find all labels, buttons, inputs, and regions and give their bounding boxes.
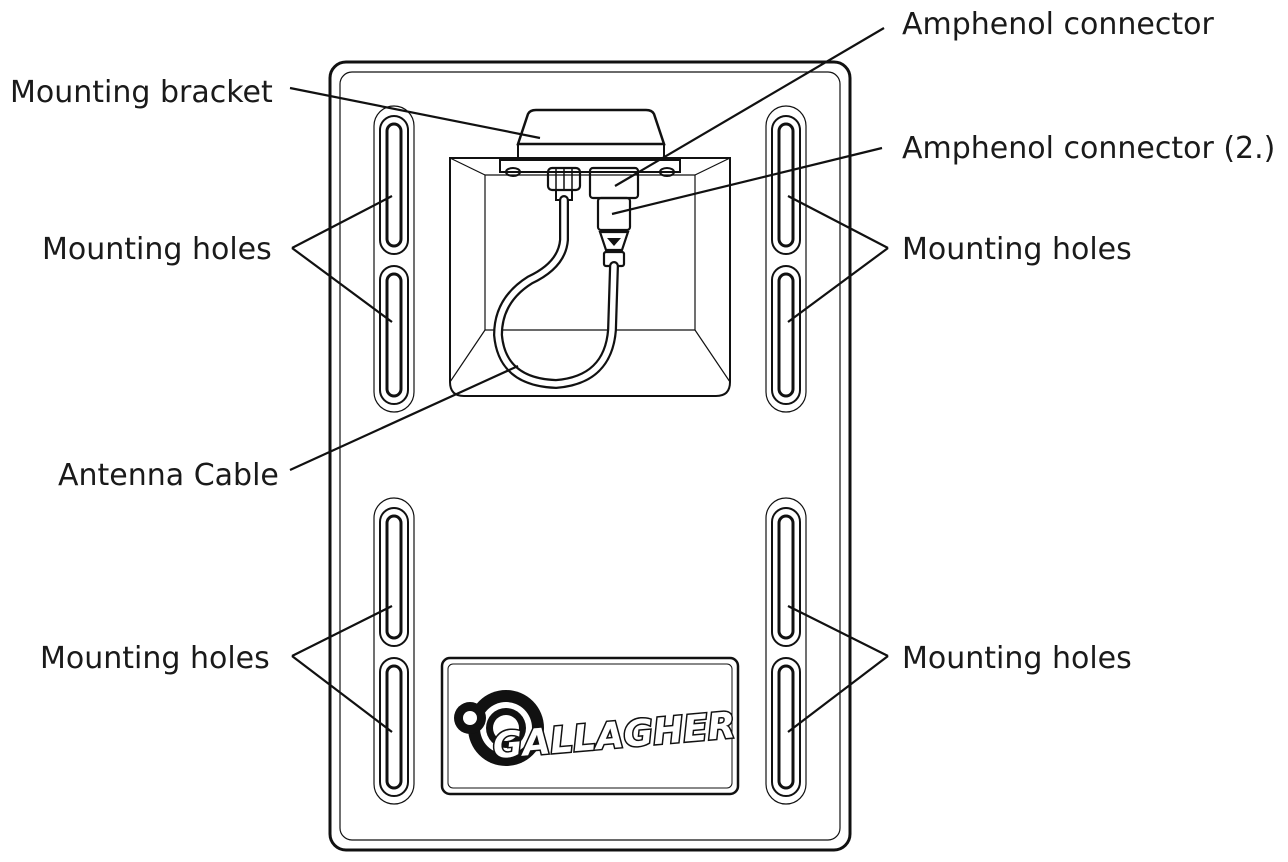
labels: Mounting bracket Amphenol connector Amph… <box>10 7 1275 676</box>
label-amphenol-connector: Amphenol connector <box>902 7 1214 42</box>
mounting-bracket <box>499 108 681 177</box>
label-antenna-cable: Antenna Cable <box>58 458 279 493</box>
label-mounting-holes-bottom-right: Mounting holes <box>902 641 1132 676</box>
gear-icon <box>454 690 544 766</box>
logo-plate <box>440 656 740 796</box>
gallagher-logo: GALLAGHER <box>454 690 739 769</box>
antenna-cable <box>492 195 619 390</box>
mounting-slot-group-bottom-left <box>373 497 415 805</box>
label-mounting-holes-top-right: Mounting holes <box>902 232 1132 267</box>
cable-connector-nut <box>546 166 582 201</box>
label-amphenol-connector-2: Amphenol connector (2.) <box>902 131 1275 166</box>
connector-recess <box>449 157 731 397</box>
mounting-slot-group-top-left <box>373 105 415 413</box>
label-mounting-bracket: Mounting bracket <box>10 75 273 110</box>
leader-lines <box>289 27 889 733</box>
label-mounting-holes-bottom-left: Mounting holes <box>40 641 270 676</box>
antenna-panel <box>328 60 852 852</box>
mounting-slot-group-top-right <box>765 105 807 413</box>
mounting-slot-group-bottom-right <box>765 497 807 805</box>
amphenol-connector <box>588 166 640 268</box>
mounting-slots <box>373 105 807 805</box>
label-mounting-holes-top-left: Mounting holes <box>42 232 272 267</box>
